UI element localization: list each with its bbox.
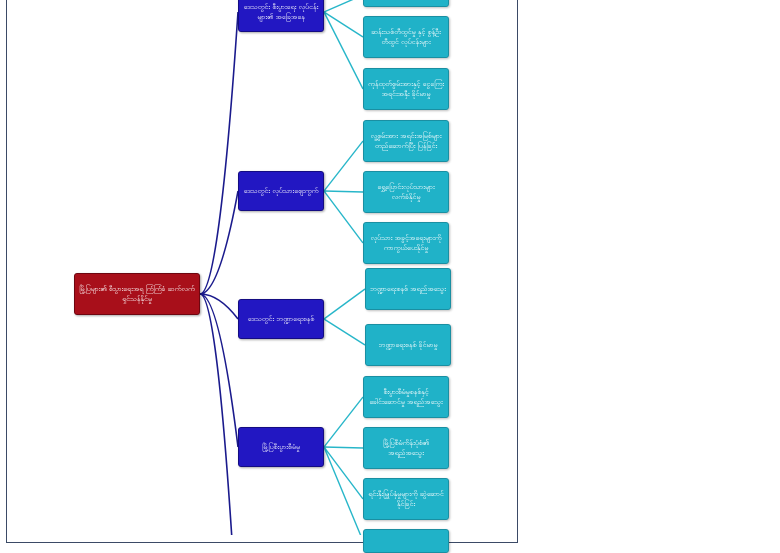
leaf-node-labor-2[interactable]: လုပ်သား အခွင့်အရေးများကို ကာကွယ်ပေးနိုင်…	[363, 222, 449, 264]
branch-leaf-connector	[323, 190, 364, 193]
leaf-node-business-0[interactable]	[363, 0, 449, 7]
branch-leaf-connector	[323, 446, 364, 500]
branch-leaf-connector	[323, 140, 364, 192]
branch-node-business[interactable]: ဒေသတွင်း စီးပွားရေး လုပ်ငန်းများ၏ အခြေအန…	[238, 0, 324, 32]
branch-label: ဒေသတွင်း လုပ်သားဈေးကွက်	[243, 186, 319, 195]
leaf-label: လူ့စွမ်းအား အရင်းအမြစ်များ တည်ဆောက်ပြီး …	[370, 131, 442, 150]
leaf-label: လုပ်သား အခွင့်အရေးများကို ကာကွယ်ပေးနိုင်…	[370, 233, 442, 252]
branch-leaf-connector	[323, 396, 364, 448]
leaf-node-governance-1[interactable]: မြို့ပြစီမံကိန်းပုံစံ၏ အရည်အသွေး	[363, 427, 449, 469]
root-node[interactable]: မြို့ပြများ၏ စီးပွားရေးအရ ကြံကြံခံ ဆက်လက…	[74, 273, 200, 315]
root-label: မြို့ပြများ၏ စီးပွားရေးအရ ကြံကြံခံ ဆက်လက…	[79, 284, 195, 303]
leaf-node-business-1[interactable]: ဆန်းသစ်တီထွင်မှု နှင့် စွန့်ဦးတီထွင် လုပ…	[363, 16, 449, 58]
leaf-node-labor-0[interactable]: လူ့စွမ်းအား အရင်းအမြစ်များ တည်ဆောက်ပြီး …	[363, 120, 449, 162]
leaf-label: ဘဏ္ဍာရေးစနစ် ခိုင်မာမှု	[378, 340, 438, 349]
connector-lines	[199, 0, 366, 535]
leaf-label: ဘဏ္ဍာရေးစနစ် အရည်အသွေး	[370, 284, 446, 293]
root-branch-connector	[199, 11, 239, 295]
leaf-label: ရွှေ့ပြောင်းလုပ်သားများ လက်ခံနိုင်မှု	[377, 182, 435, 201]
branch-leaf-connector	[323, 288, 366, 320]
leaf-node-governance-2[interactable]: ရင်းနှီးမြှုပ်နှံမှုများကို ဆွဲဆောင်နိုင…	[363, 478, 449, 520]
branch-leaf-connector	[323, 446, 364, 449]
root-branch-connector	[199, 293, 233, 535]
leaf-node-business-2[interactable]: ကုန်ထုတ်စွမ်းအားနှင့် ငွေကြေးအရင်းအနှီး …	[363, 68, 449, 110]
leaf-node-governance-3[interactable]	[363, 529, 449, 553]
branch-node-labor[interactable]: ဒေသတွင်း လုပ်သားဈေးကွက်	[238, 171, 324, 211]
leaf-node-labor-1[interactable]: ရွှေ့ပြောင်းလုပ်သားများ လက်ခံနိုင်မှု	[363, 171, 449, 213]
branch-leaf-connector	[323, 318, 366, 346]
leaf-node-governance-0[interactable]: စီးပွားစီမံမှုစနစ်နှင့် ခေါင်းဆောင်မှု အ…	[363, 376, 449, 418]
leaf-label: မြို့ပြစီမံကိန်းပုံစံ၏ အရည်အသွေး	[383, 438, 429, 457]
branch-label: မြို့ပြစီးပွားစီမံမှု	[262, 442, 300, 451]
root-branch-connector	[199, 190, 239, 295]
leaf-label: စီးပွားစီမံမှုစနစ်နှင့် ခေါင်းဆောင်မှု အ…	[369, 387, 443, 406]
leaf-label: ကုန်ထုတ်စွမ်းအားနှင့် ငွေကြေးအရင်းအနှီး …	[368, 79, 444, 98]
leaf-node-finance-0[interactable]: ဘဏ္ဍာရေးစနစ် အရည်အသွေး	[365, 268, 451, 310]
branch-label: ဒေသတွင်း စီးပွားရေး လုပ်ငန်းများ၏ အခြေအန…	[243, 2, 319, 21]
branch-leaf-connector	[323, 446, 362, 535]
leaf-node-finance-1[interactable]: ဘဏ္ဍာရေးစနစ် ခိုင်မာမှု	[365, 324, 451, 366]
branch-leaf-connector	[323, 11, 364, 38]
branch-leaf-connector	[323, 11, 364, 90]
leaf-label: ဆန်းသစ်တီထွင်မှု နှင့် စွန့်ဦးတီထွင် လုပ…	[371, 27, 441, 46]
branch-label: ဒေသတွင်း ဘဏ္ဍာရေးစနစ်	[247, 314, 315, 323]
branch-leaf-connector	[323, 0, 354, 13]
branch-node-finance[interactable]: ဒေသတွင်း ဘဏ္ဍာရေးစနစ်	[238, 299, 324, 339]
root-branch-connector	[199, 293, 239, 448]
branch-leaf-connector	[323, 190, 364, 244]
leaf-label: ရင်းနှီးမြှုပ်နှံမှုများကို ဆွဲဆောင်နိုင…	[368, 489, 444, 508]
branch-node-governance[interactable]: မြို့ပြစီးပွားစီမံမှု	[238, 427, 324, 467]
